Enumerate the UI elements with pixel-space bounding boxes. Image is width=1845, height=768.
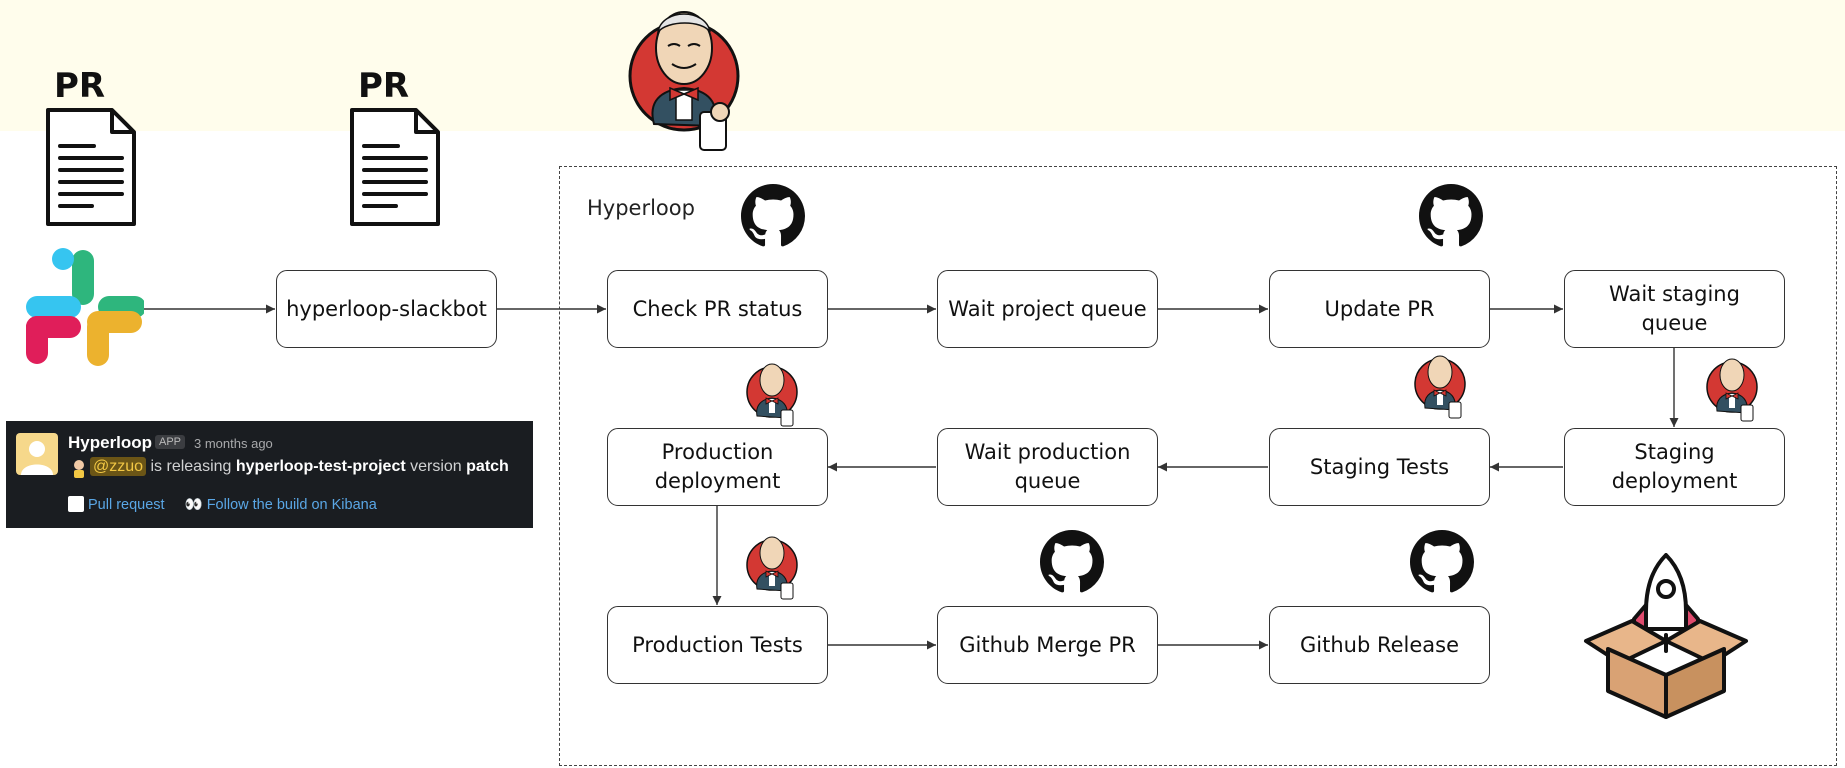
github-icon bbox=[1419, 184, 1483, 247]
node-label: Check PR status bbox=[632, 296, 803, 321]
user-mention[interactable]: @zzuo bbox=[90, 457, 147, 476]
node-label-line2: queue bbox=[1014, 469, 1081, 493]
node-check-pr-status: Check PR status bbox=[607, 270, 828, 348]
github-icon bbox=[1410, 530, 1474, 593]
jenkins-icon bbox=[746, 536, 798, 600]
message-fragment: version bbox=[405, 458, 467, 475]
sender-name[interactable]: Hyperloop bbox=[68, 433, 153, 452]
boundary-label: Hyperloop bbox=[587, 196, 695, 220]
slack-message: Hyperloop APP 3 months ago @zzuo is rele… bbox=[6, 421, 533, 528]
project-name: hyperloop-test-project bbox=[235, 458, 406, 475]
pull-request-link[interactable]: Pull request bbox=[68, 496, 165, 513]
rocket-box-icon bbox=[1584, 553, 1748, 719]
node-label-line1: Wait production bbox=[964, 440, 1131, 464]
document-icon bbox=[46, 108, 136, 226]
node-label: Github Merge PR bbox=[959, 632, 1136, 657]
link-label: Follow the build on Kibana bbox=[206, 497, 377, 513]
pr-label: PR bbox=[358, 66, 410, 106]
node-github-release: Github Release bbox=[1269, 606, 1490, 684]
message-fragment: is releasing bbox=[146, 458, 236, 475]
node-wait-project-queue: Wait project queue bbox=[937, 270, 1158, 348]
node-wait-production-queue: Wait production queue bbox=[937, 428, 1158, 506]
timestamp[interactable]: 3 months ago bbox=[194, 436, 273, 451]
node-label: Wait staging queue bbox=[1609, 282, 1740, 335]
node-update-pr: Update PR bbox=[1269, 270, 1490, 348]
node-production-tests: Production Tests bbox=[607, 606, 828, 684]
node-label-line2: deployment bbox=[654, 469, 781, 493]
top-band bbox=[0, 0, 1845, 131]
node-production-deployment: Production deployment bbox=[607, 428, 828, 506]
hyperloop-boundary bbox=[559, 166, 1837, 766]
node-label: Staging deployment bbox=[1611, 440, 1738, 493]
kibana-link[interactable]: 👀 Follow the build on Kibana bbox=[185, 497, 377, 513]
jenkins-icon bbox=[746, 363, 798, 427]
node-label: Github Release bbox=[1299, 632, 1460, 657]
app-badge: APP bbox=[155, 435, 186, 449]
version-type: patch bbox=[466, 458, 509, 475]
node-label: hyperloop-slackbot bbox=[286, 296, 487, 321]
jenkins-icon bbox=[1414, 355, 1466, 419]
jenkins-icon bbox=[628, 11, 740, 151]
jenkins-icon bbox=[1706, 358, 1758, 422]
node-label: Staging Tests bbox=[1309, 454, 1450, 479]
node-slackbot: hyperloop-slackbot bbox=[276, 270, 497, 348]
pr-label: PR bbox=[54, 66, 106, 106]
github-icon bbox=[1040, 530, 1104, 593]
link-label: Pull request bbox=[88, 497, 165, 513]
github-icon bbox=[741, 184, 805, 247]
node-staging-deployment: Staging deployment bbox=[1564, 428, 1785, 506]
node-staging-tests: Staging Tests bbox=[1269, 428, 1490, 506]
jenkins-icon bbox=[74, 460, 84, 478]
node-label: Update PR bbox=[1324, 296, 1435, 321]
node-label: Wait project queue bbox=[948, 296, 1147, 321]
eyes-icon: 👀 bbox=[184, 497, 207, 513]
node-label: Production Tests bbox=[632, 632, 803, 657]
message-text: @zzuo is releasing hyperloop-test-projec… bbox=[68, 457, 509, 476]
node-github-merge-pr: Github Merge PR bbox=[937, 606, 1158, 684]
github-icon bbox=[68, 496, 84, 512]
document-icon bbox=[350, 108, 440, 226]
message-links: Pull request 👀 Follow the build on Kiban… bbox=[68, 496, 393, 513]
avatar bbox=[16, 433, 58, 475]
slack-icon bbox=[26, 248, 144, 366]
node-wait-staging-queue: Wait staging queue bbox=[1564, 270, 1785, 348]
node-label-line1: Production bbox=[661, 440, 774, 464]
